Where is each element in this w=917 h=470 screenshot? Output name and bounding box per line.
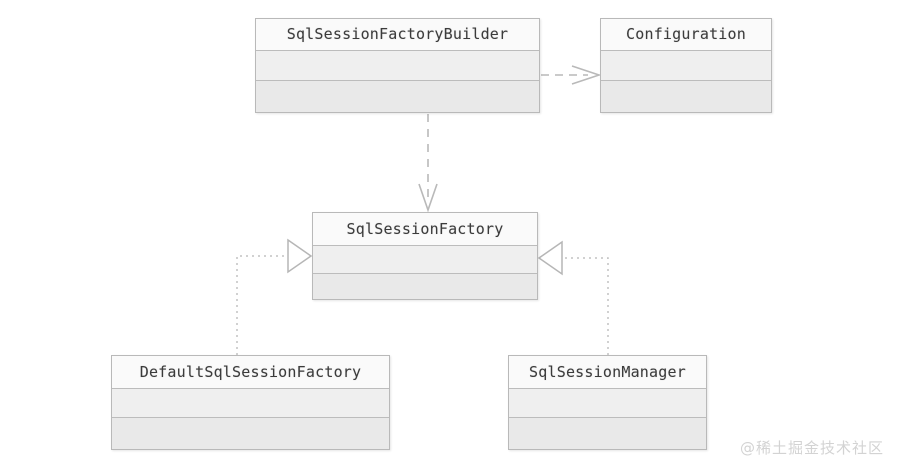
edge-manager-realizes-factory xyxy=(537,240,609,355)
realization-line xyxy=(562,257,609,355)
uml-class-sql-session-manager[interactable]: SqlSessionManager xyxy=(508,355,707,450)
uml-operations-compartment xyxy=(509,418,706,449)
uml-attributes-compartment xyxy=(313,246,537,274)
uml-operations-compartment xyxy=(601,81,771,112)
uml-attributes-compartment xyxy=(112,389,389,418)
edge-builder-to-configuration xyxy=(541,65,602,85)
hollow-triangle-icon xyxy=(537,240,563,276)
uml-class-default-sql-session-factory[interactable]: DefaultSqlSessionFactory xyxy=(111,355,390,450)
uml-attributes-compartment xyxy=(509,389,706,418)
edge-builder-to-sql-session-factory xyxy=(418,114,438,213)
open-arrowhead-icon xyxy=(571,65,602,85)
open-arrowhead-icon xyxy=(418,183,438,213)
uml-class-name: Configuration xyxy=(601,19,771,51)
uml-class-sql-session-factory[interactable]: SqlSessionFactory xyxy=(312,212,538,300)
uml-operations-compartment xyxy=(313,274,537,299)
uml-attributes-compartment xyxy=(256,51,539,81)
uml-operations-compartment xyxy=(256,81,539,112)
uml-attributes-compartment xyxy=(601,51,771,81)
realization-line xyxy=(236,255,288,355)
site-watermark: @稀土掘金技术社区 xyxy=(740,439,885,457)
uml-operations-compartment xyxy=(112,418,389,449)
uml-class-sql-session-factory-builder[interactable]: SqlSessionFactoryBuilder xyxy=(255,18,540,113)
uml-class-name: DefaultSqlSessionFactory xyxy=(112,356,389,389)
uml-class-configuration[interactable]: Configuration xyxy=(600,18,772,113)
uml-class-name: SqlSessionFactoryBuilder xyxy=(256,19,539,51)
hollow-triangle-icon xyxy=(287,238,313,274)
uml-class-name: SqlSessionManager xyxy=(509,356,706,389)
uml-class-name: SqlSessionFactory xyxy=(313,213,537,246)
edge-default-factory-realizes-factory xyxy=(236,238,313,355)
